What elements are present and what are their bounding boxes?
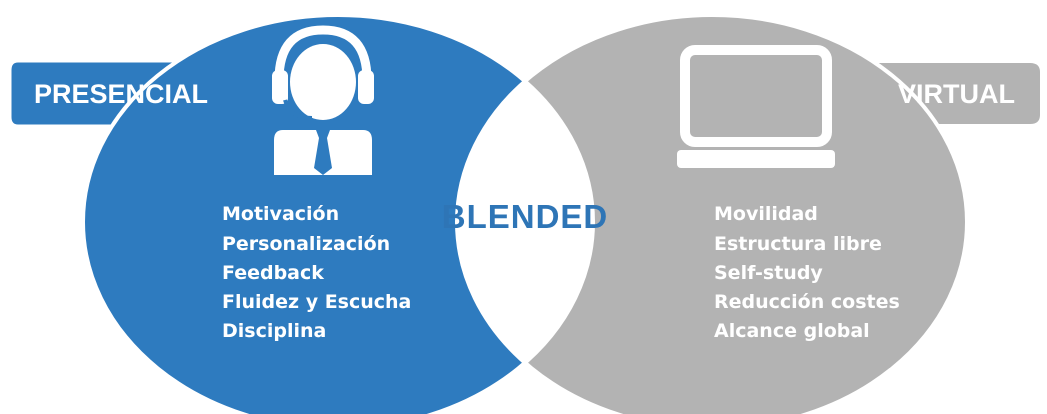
virtual-item: Alcance global bbox=[714, 320, 870, 342]
virtual-item: Movilidad bbox=[714, 203, 818, 225]
virtual-items: Movilidad Estructura libre Self-study Re… bbox=[714, 203, 900, 342]
headset-person-icon bbox=[272, 25, 374, 175]
presencial-item: Motivación bbox=[222, 203, 339, 225]
virtual-item: Self-study bbox=[714, 262, 823, 284]
virtual-ellipse bbox=[457, 15, 967, 414]
computer-monitor-icon bbox=[677, 45, 835, 168]
presencial-item: Personalización bbox=[222, 233, 390, 255]
virtual-ellipse-outline bbox=[455, 13, 969, 414]
virtual-item: Reducción costes bbox=[714, 291, 900, 313]
presencial-items: Motivación Personalización Feedback Flui… bbox=[222, 203, 411, 342]
virtual-tab-label: VIRTUAL bbox=[898, 79, 1015, 109]
presencial-tab-label: PRESENCIAL bbox=[34, 79, 208, 109]
presencial-ellipse bbox=[83, 15, 593, 414]
presencial-item: Feedback bbox=[222, 262, 324, 284]
presencial-item: Fluidez y Escucha bbox=[222, 291, 411, 313]
blended-label: BLENDED bbox=[442, 198, 609, 235]
virtual-item: Estructura libre bbox=[714, 233, 882, 255]
presencial-item: Disciplina bbox=[222, 320, 326, 342]
